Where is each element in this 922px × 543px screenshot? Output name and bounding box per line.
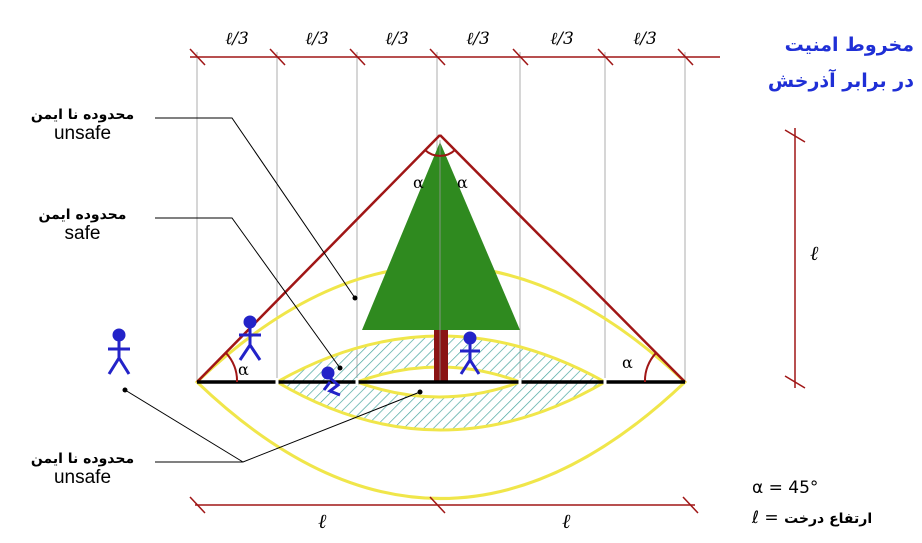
leader-dots xyxy=(122,295,423,395)
tree-trunk xyxy=(434,330,448,382)
person-near-tree-icon xyxy=(459,331,481,375)
angle-label: α xyxy=(238,360,249,379)
leader-lines xyxy=(124,117,421,463)
angle-arcs xyxy=(225,149,657,383)
angle-label: α xyxy=(457,173,468,192)
base-label-left: ℓ xyxy=(318,509,327,533)
segment-label: ℓ/3 xyxy=(550,29,574,49)
segment-label: ℓ/3 xyxy=(225,29,249,49)
angle-label: α xyxy=(413,173,424,192)
segment-label: ℓ/3 xyxy=(305,29,329,49)
safe-label-fa: محدوده ایمن xyxy=(38,207,127,223)
segment-label: ℓ/3 xyxy=(466,29,490,49)
ell-legend: ℓ = ارتفاع درخت xyxy=(752,508,872,528)
segment-label: ℓ/3 xyxy=(385,29,409,49)
angle-label: α xyxy=(622,353,633,372)
unsafe-zone-label-bottom: محدوده نا ایمن unsafe xyxy=(10,451,155,489)
unsafe-label-en: unsafe xyxy=(53,467,112,489)
title-line-2: در برابر آذرخش xyxy=(767,70,914,92)
segment-labels: ℓ/3 ℓ/3 ℓ/3 ℓ/3 ℓ/3 ℓ/3 xyxy=(225,29,657,49)
ground-ticks xyxy=(275,378,607,386)
base-dimension xyxy=(189,496,699,514)
alpha-legend: α = 45° xyxy=(752,478,819,498)
base-label-right: ℓ xyxy=(562,509,571,533)
tree-crown xyxy=(362,142,520,330)
height-dimension xyxy=(784,128,806,389)
person-outside-icon xyxy=(107,328,131,375)
height-label: ℓ xyxy=(810,241,819,265)
ell-legend-eq: ℓ = xyxy=(752,508,779,528)
person-unsafe-icon xyxy=(238,315,262,361)
safe-zone-label: محدوده ایمن safe xyxy=(10,207,155,245)
top-dimension-line xyxy=(189,48,720,66)
safe-label-en: safe xyxy=(64,223,101,245)
segment-label: ℓ/3 xyxy=(633,29,657,49)
unsafe-label-fa: محدوده نا ایمن xyxy=(30,451,135,467)
unsafe-label-en: unsafe xyxy=(53,123,112,145)
unsafe-zone-label-top: محدوده نا ایمن unsafe xyxy=(10,107,155,145)
unsafe-label-fa: محدوده نا ایمن xyxy=(30,107,135,123)
title-line-1: مخروط امنیت xyxy=(784,34,914,56)
crouching-person-icon xyxy=(321,366,341,397)
safety-cone xyxy=(196,134,686,383)
angle-labels: α α α α xyxy=(238,173,633,379)
ell-legend-fa: ارتفاع درخت xyxy=(784,511,873,527)
